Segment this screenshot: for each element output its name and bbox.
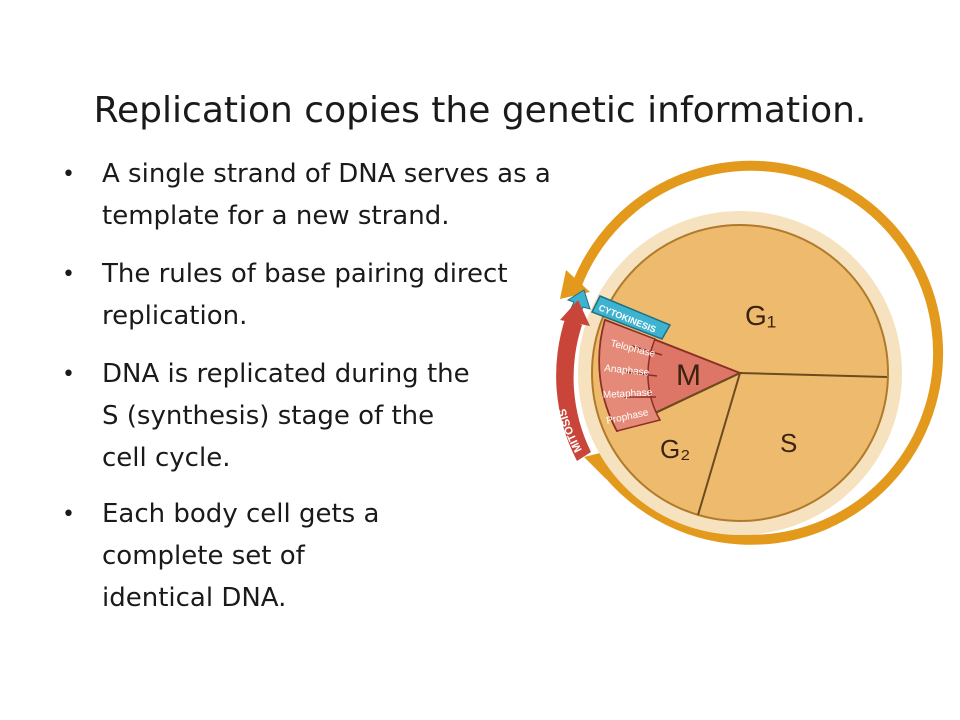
sector-divider — [739, 372, 888, 378]
phase-label: Metaphase — [603, 387, 653, 401]
cytokinesis-band — [590, 295, 672, 340]
phase-band — [598, 319, 662, 432]
bullet-line: complete set of — [102, 541, 305, 571]
interphase-ring — [571, 160, 944, 545]
mitosis-band — [556, 316, 591, 461]
m-label: M — [676, 359, 701, 392]
bullet-line: S (synthesis) stage of the — [102, 401, 435, 431]
bullet-line: A single strand of DNA serves as a — [102, 159, 551, 189]
phase-divider — [624, 371, 658, 377]
bullet-line: DNA is replicated during the — [102, 359, 470, 389]
interphase-label: INTERPHASE — [693, 200, 767, 216]
s-label: S — [780, 428, 797, 458]
bullet-dot-icon: • — [62, 502, 75, 527]
g1-label: G₁ — [745, 300, 776, 331]
bullet-line: The rules of base pairing direct — [102, 259, 508, 289]
bullet-line: cell cycle. — [102, 443, 231, 473]
slide-title: Replication copies the genetic informati… — [93, 90, 867, 131]
bullet-line: replication. — [102, 301, 248, 331]
bullet-dot-icon: • — [62, 262, 75, 287]
phase-divider — [631, 345, 663, 356]
bullet-dot-icon: • — [62, 362, 75, 387]
bullet-line: Each body cell gets a — [102, 499, 380, 529]
phase-label: Anaphase — [604, 363, 650, 379]
mitosis-arrow-icon — [560, 300, 590, 326]
bullet-line: template for a new strand. — [102, 201, 450, 231]
bullet-line: identical DNA. — [102, 583, 287, 613]
sector-divider — [697, 372, 741, 516]
g2-label: G₂ — [660, 434, 690, 464]
bullet-dot-icon: • — [62, 162, 75, 187]
